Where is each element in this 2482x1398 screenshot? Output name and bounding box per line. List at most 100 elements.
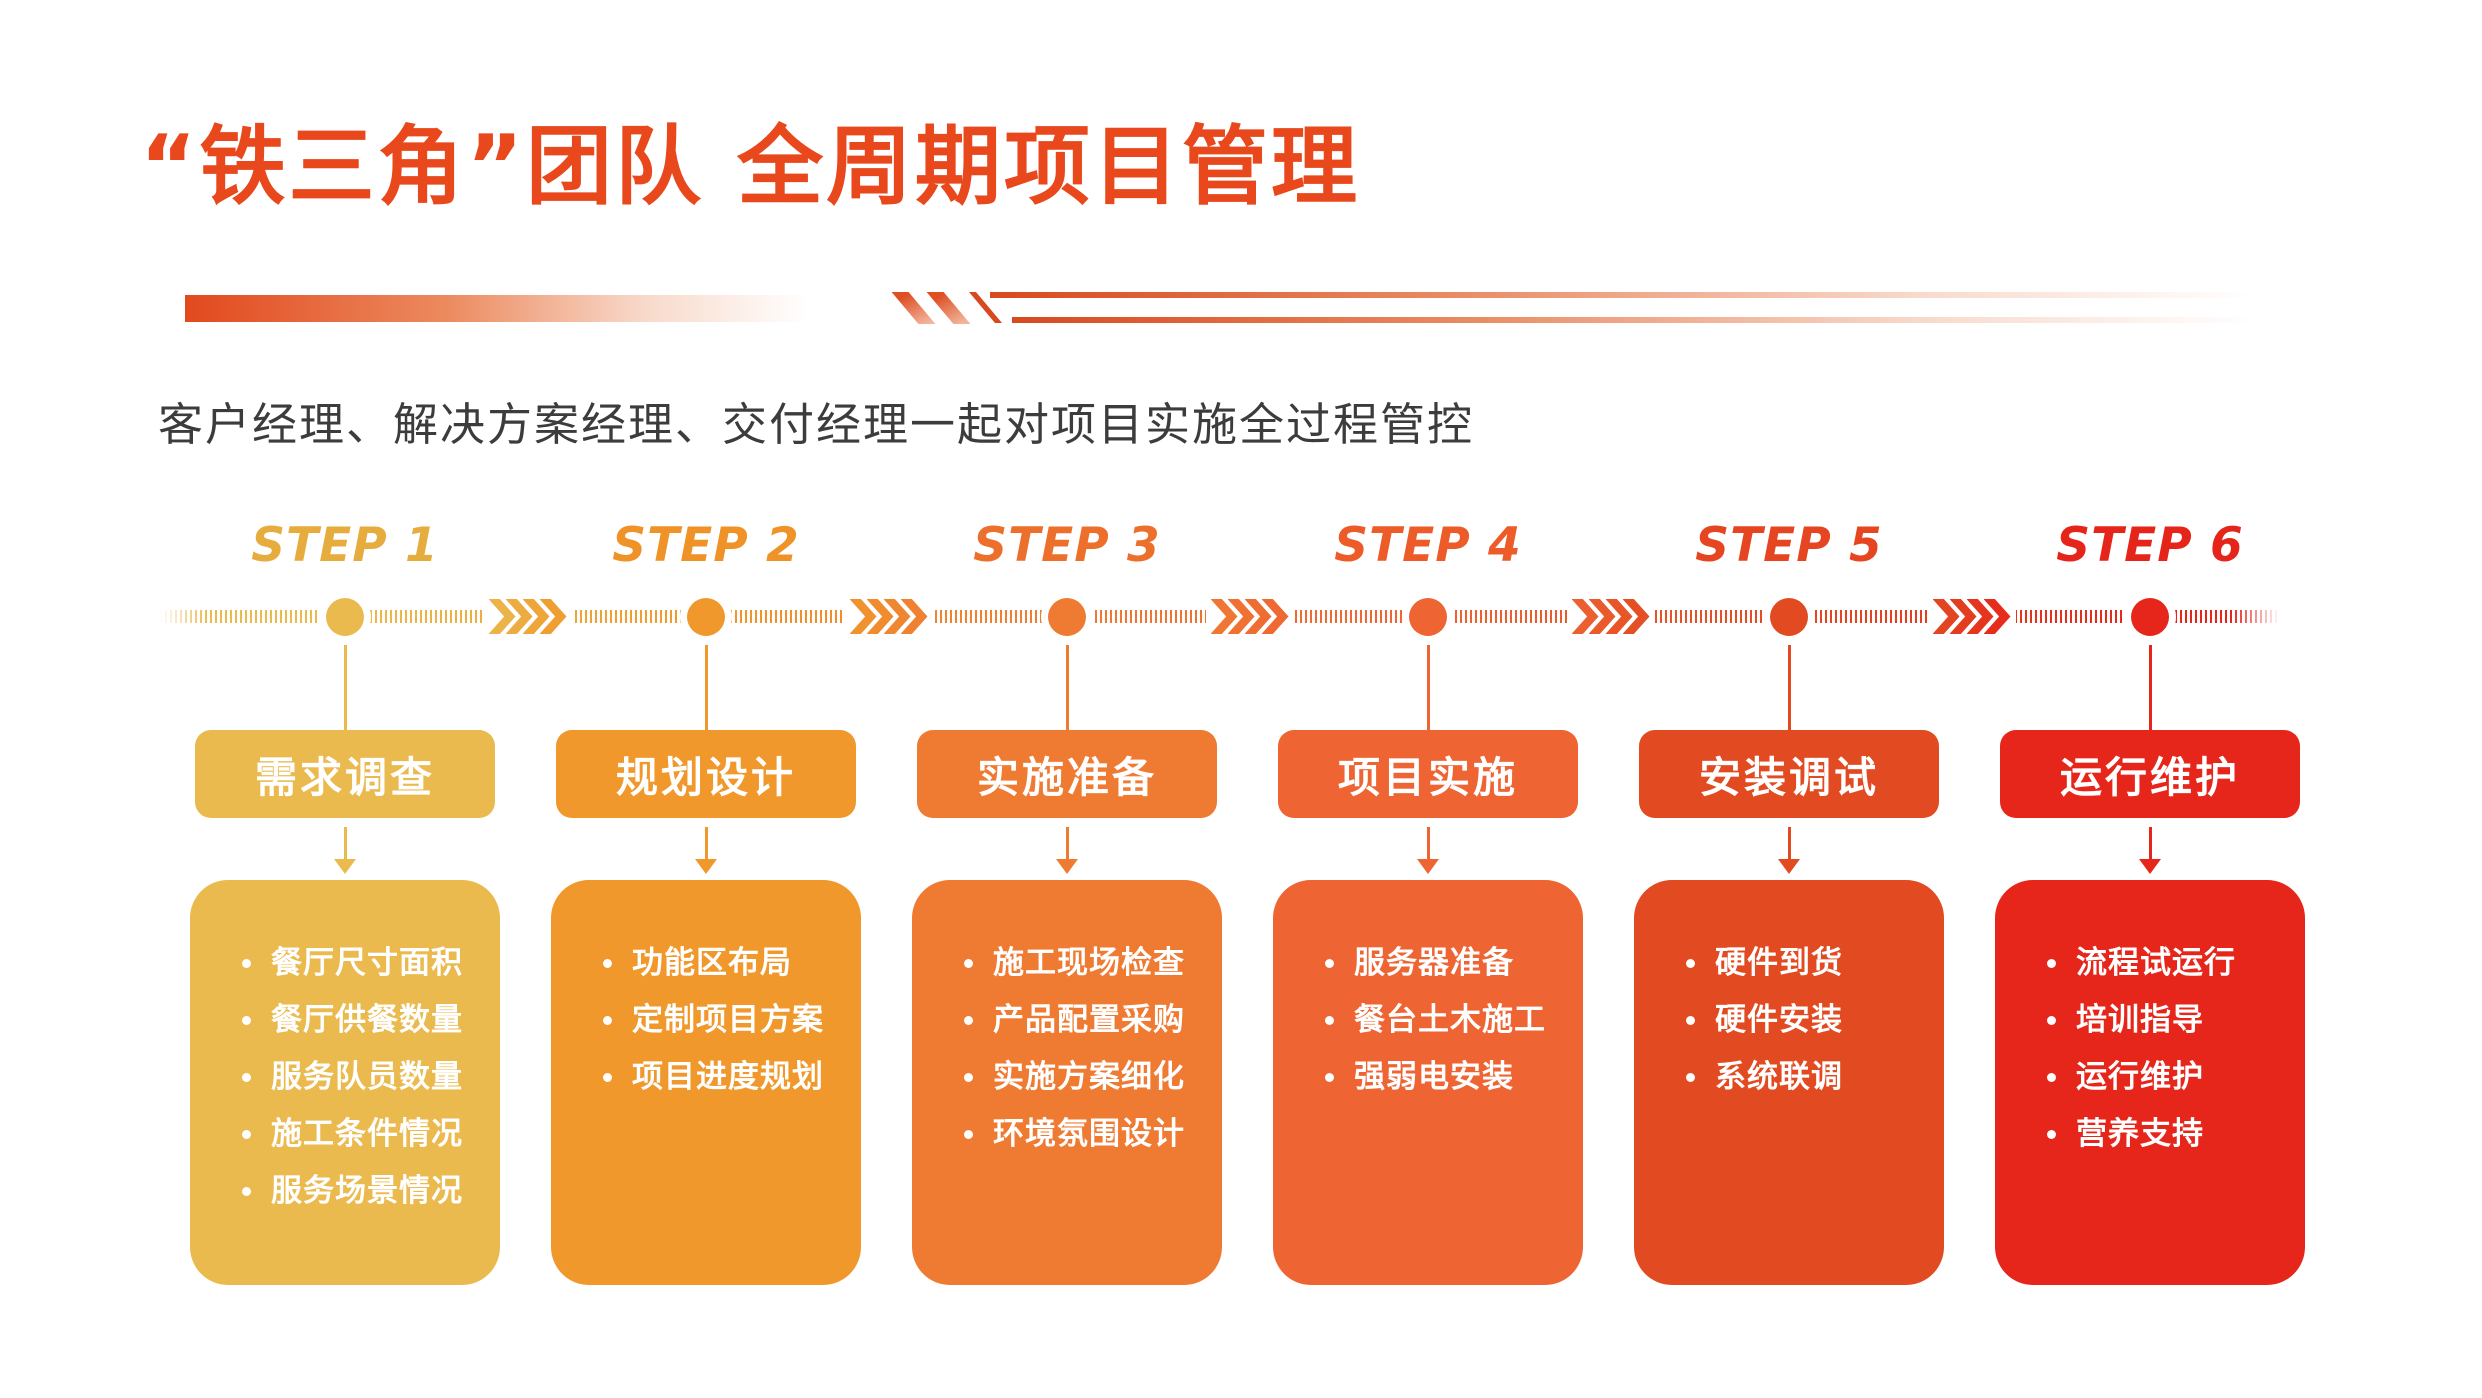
card-item-text: 营养支持 [2076,1116,2204,1152]
card-item-text: 餐厅尺寸面积 [271,945,463,981]
bullet-icon [1686,959,1695,968]
step-label: STEP 3 [973,518,1161,573]
detail-card: 服务器准备餐台土木施工强弱电安装 [1273,880,1583,1285]
card-item-list: 功能区布局定制项目方案项目进度规划 [551,880,861,1093]
card-item-text: 流程试运行 [2076,945,2236,981]
card-item: 产品配置采购 [964,1005,1202,1036]
phase-name-box: 需求调查 [195,730,495,818]
chevron-arrows-icon [1927,599,2016,634]
card-item: 服务队员数量 [242,1062,480,1093]
detail-card: 施工现场检查产品配置采购实施方案细化环境氛围设计 [912,880,1222,1285]
timeline-dot [1770,598,1808,636]
card-item-list: 硬件到货硬件安装系统联调 [1634,880,1944,1093]
card-item-text: 施工现场检查 [993,945,1185,981]
arrow-shaft [1787,827,1791,860]
card-item-text: 实施方案细化 [993,1059,1185,1095]
card-item: 定制项目方案 [603,1005,841,1036]
card-item: 功能区布局 [603,948,841,979]
arrow-shaft [1426,827,1430,860]
down-arrow-icon [1417,827,1439,874]
page-title: “铁三角”团队 全周期项目管理 [140,117,1360,217]
step-column: STEP 6 运行维护 流程试运行培训指导运行维护营养支持 [1995,0,2305,1398]
card-item-text: 餐厅供餐数量 [271,1002,463,1038]
arrow-shaft [704,827,708,860]
bullet-icon [603,1016,612,1025]
arrow-head [2139,859,2161,874]
bullet-icon [2047,1073,2056,1082]
card-item-list: 施工现场检查产品配置采购实施方案细化环境氛围设计 [912,880,1222,1150]
bullet-icon [242,1016,251,1025]
bullet-icon [242,959,251,968]
card-item: 餐台土木施工 [1325,1005,1563,1036]
arrow-shaft [343,827,347,860]
step-column: STEP 3 实施准备 施工现场检查产品配置采购实施方案细化环境氛围设计 [912,0,1222,1398]
card-item-text: 定制项目方案 [632,1002,824,1038]
bullet-icon [1686,1016,1695,1025]
down-arrow-icon [1056,827,1078,874]
dot-connector-line [2148,645,2152,730]
detail-card: 餐厅尺寸面积餐厅供餐数量服务队员数量施工条件情况服务场景情况 [190,880,500,1285]
card-item-text: 硬件安装 [1715,1002,1843,1038]
timeline-fade-right [2232,605,2292,629]
bullet-icon [603,959,612,968]
step-label: STEP 2 [612,518,800,573]
card-item-text: 环境氛围设计 [993,1116,1185,1152]
phase-name-box: 实施准备 [917,730,1217,818]
step-column: STEP 1 需求调查 餐厅尺寸面积餐厅供餐数量服务队员数量施工条件情况服务场景… [190,0,500,1398]
card-item-text: 服务场景情况 [271,1173,463,1209]
arrow-head [1056,859,1078,874]
phase-name: 运行维护 [2059,752,2240,802]
bullet-icon [2047,1016,2056,1025]
arrow-shaft [1065,827,1069,860]
step-column: STEP 4 项目实施 服务器准备餐台土木施工强弱电安装 [1273,0,1583,1398]
bullet-icon [2047,959,2056,968]
card-item-text: 功能区布局 [632,945,792,981]
phase-name: 实施准备 [976,752,1157,802]
dot-connector-line [1426,645,1430,730]
card-item: 餐厅供餐数量 [242,1005,480,1036]
arrow-head [1417,859,1439,874]
card-item: 服务场景情况 [242,1176,480,1207]
arrow-head [334,859,356,874]
timeline-fade-left [148,605,208,629]
bullet-icon [242,1187,251,1196]
chevron-arrows-icon [1205,599,1294,634]
bullet-icon [242,1073,251,1082]
arrow-head [695,859,717,874]
chevron-arrows-icon [483,599,572,634]
step-column: STEP 2 规划设计 功能区布局定制项目方案项目进度规划 [551,0,861,1398]
card-item: 运行维护 [2047,1062,2285,1093]
phase-name-box: 安装调试 [1639,730,1939,818]
card-item-text: 强弱电安装 [1354,1059,1514,1095]
timeline-dot [1048,598,1086,636]
card-item-text: 服务队员数量 [271,1059,463,1095]
card-item: 项目进度规划 [603,1062,841,1093]
bullet-icon [964,1130,973,1139]
dot-connector-line [343,645,347,730]
card-item: 环境氛围设计 [964,1119,1202,1150]
down-arrow-icon [334,827,356,874]
bullet-icon [964,1073,973,1082]
card-item: 实施方案细化 [964,1062,1202,1093]
card-item-text: 运行维护 [2076,1059,2204,1095]
bullet-icon [1325,959,1334,968]
bullet-icon [964,959,973,968]
phase-name-box: 项目实施 [1278,730,1578,818]
card-item: 硬件到货 [1686,948,1924,979]
timeline-dot [687,598,725,636]
card-item: 服务器准备 [1325,948,1563,979]
timeline-dot [2131,598,2169,636]
step-label: STEP 1 [251,518,439,573]
step-label: STEP 4 [1334,518,1522,573]
chevron-arrows-icon [1566,599,1655,634]
card-item: 流程试运行 [2047,948,2285,979]
step-column: STEP 5 安装调试 硬件到货硬件安装系统联调 [1634,0,1944,1398]
bullet-icon [2047,1130,2056,1139]
phase-name-box: 运行维护 [2000,730,2300,818]
timeline-dot [326,598,364,636]
phase-name: 项目实施 [1337,752,1518,802]
chevron-arrows-icon [844,599,933,634]
card-item: 施工条件情况 [242,1119,480,1150]
card-item: 培训指导 [2047,1005,2285,1036]
card-item-text: 施工条件情况 [271,1116,463,1152]
